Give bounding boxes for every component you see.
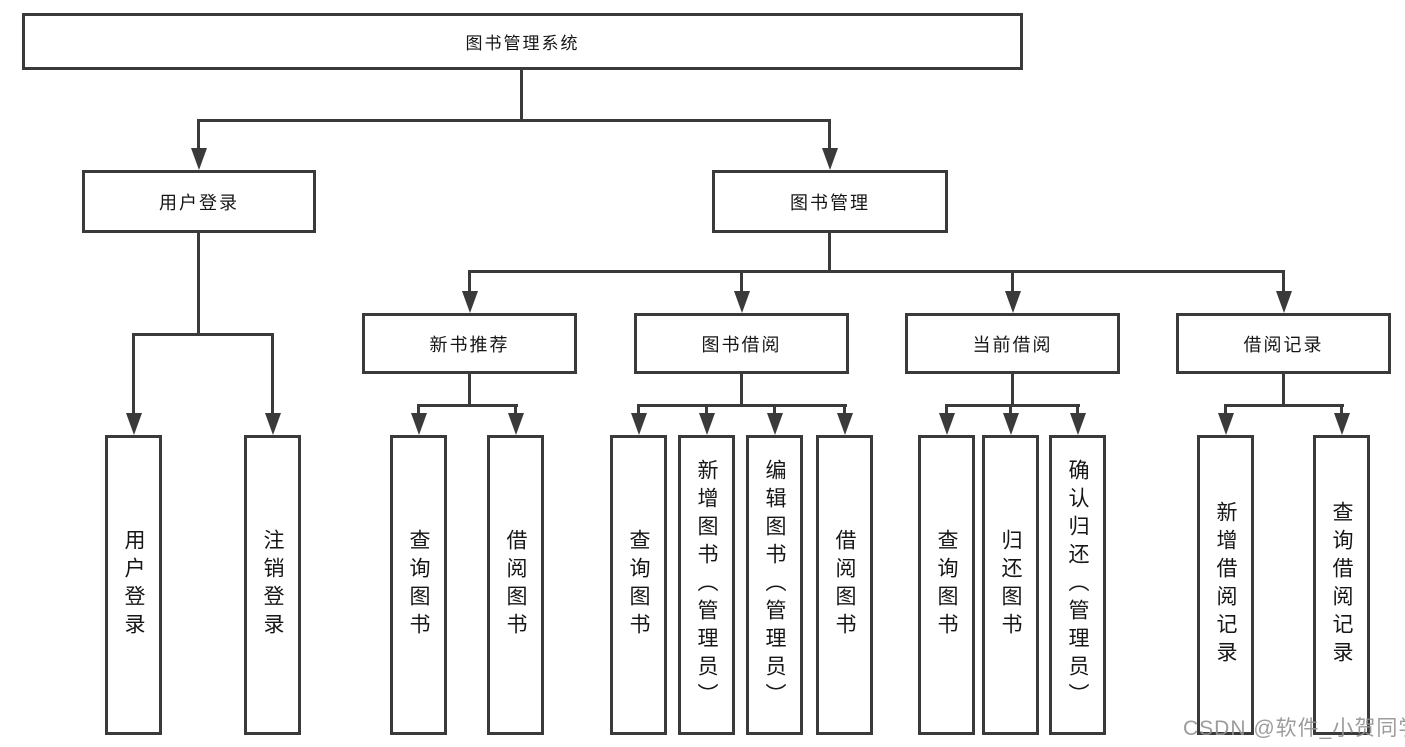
arrow-down-icon <box>939 413 955 435</box>
leaf-label: 新增图书（管理员） <box>695 459 718 711</box>
leaf-node-logout: 注销登录 <box>244 435 301 735</box>
connector-line <box>468 270 1285 273</box>
connector-line <box>1224 404 1344 407</box>
leaf-node-return-books: 归还图书 <box>982 435 1039 735</box>
leaf-label: 新增借阅记录 <box>1214 501 1237 669</box>
connector-line <box>1340 404 1343 413</box>
arrow-down-icon <box>631 413 647 435</box>
leaf-label: 编辑图书（管理员） <box>763 459 786 711</box>
connector-line <box>1224 404 1227 413</box>
arrow-down-icon <box>1334 413 1350 435</box>
leaf-label: 用户登录 <box>122 529 145 641</box>
connector-line <box>1076 404 1079 413</box>
csdn-watermark: CSDN @软件_小贺同学 <box>1183 717 1405 740</box>
connector-line <box>945 404 1080 407</box>
arrow-down-icon <box>265 413 281 435</box>
node-book-management-label: 图书管理 <box>790 192 870 213</box>
node-current-borrowing-label: 当前借阅 <box>972 334 1053 355</box>
leaf-label: 归还图书 <box>999 529 1022 641</box>
connector-line <box>828 119 831 149</box>
arrow-down-icon <box>462 291 478 313</box>
connector-line <box>1282 270 1285 291</box>
connector-line <box>417 404 420 413</box>
connector-line <box>1011 374 1014 407</box>
leaf-label: 查询借阅记录 <box>1330 501 1353 669</box>
arrow-down-icon <box>767 413 783 435</box>
node-borrowing-records-label: 借阅记录 <box>1243 334 1324 355</box>
leaf-node-user-login: 用户登录 <box>105 435 162 735</box>
arrow-down-icon <box>1070 413 1086 435</box>
leaf-node-borrow-books-2: 借阅图书 <box>816 435 873 735</box>
connector-line <box>514 404 517 413</box>
node-new-book-recommend: 新书推荐 <box>362 313 577 374</box>
connector-line <box>417 404 518 407</box>
node-current-borrowing: 当前借阅 <box>905 313 1120 374</box>
leaf-node-add-books-admin: 新增图书（管理员） <box>678 435 735 735</box>
connector-line <box>1011 270 1014 291</box>
connector-line <box>1009 404 1012 413</box>
leaf-label: 借阅图书 <box>833 529 856 641</box>
leaf-label: 注销登录 <box>261 529 284 641</box>
connector-line <box>197 119 200 149</box>
arrow-down-icon <box>126 413 142 435</box>
arrow-down-icon <box>1005 291 1021 313</box>
arrow-down-icon <box>411 413 427 435</box>
arrow-down-icon <box>699 413 715 435</box>
connector-line <box>705 404 708 413</box>
connector-line <box>740 270 743 291</box>
node-new-book-recommend-label: 新书推荐 <box>429 334 510 355</box>
node-book-borrowing: 图书借阅 <box>634 313 849 374</box>
node-book-management: 图书管理 <box>712 170 948 233</box>
connector-line <box>520 70 523 120</box>
connector-line <box>945 404 948 413</box>
connector-line <box>271 333 274 413</box>
node-book-borrowing-label: 图书借阅 <box>701 334 782 355</box>
arrow-down-icon <box>1218 413 1234 435</box>
connector-line <box>843 404 846 413</box>
leaf-label: 查询图书 <box>935 529 958 641</box>
connector-line <box>1282 374 1285 407</box>
arrow-down-icon <box>1003 413 1019 435</box>
arrow-down-icon <box>822 148 838 170</box>
node-root-label: 图书管理系统 <box>465 34 580 53</box>
connector-line <box>828 233 831 273</box>
leaf-node-query-books-3: 查询图书 <box>918 435 975 735</box>
arrow-down-icon <box>191 148 207 170</box>
leaf-node-edit-books-admin: 编辑图书（管理员） <box>746 435 803 735</box>
leaf-node-confirm-return-admin: 确认归还（管理员） <box>1049 435 1106 735</box>
leaf-node-add-borrow-record: 新增借阅记录 <box>1197 435 1254 735</box>
connector-line <box>132 333 274 336</box>
node-user-login-label: 用户登录 <box>159 192 239 213</box>
leaf-label: 查询图书 <box>627 529 650 641</box>
connector-line <box>197 233 200 336</box>
arrow-down-icon <box>837 413 853 435</box>
arrow-down-icon <box>1276 291 1292 313</box>
connector-line <box>132 333 135 413</box>
connector-line <box>773 404 776 413</box>
leaf-node-query-borrow-record: 查询借阅记录 <box>1313 435 1370 735</box>
connector-line <box>637 404 640 413</box>
leaf-node-borrow-books-1: 借阅图书 <box>487 435 544 735</box>
connector-line <box>637 404 847 407</box>
connector-line <box>740 374 743 407</box>
leaf-node-query-books-1: 查询图书 <box>390 435 447 735</box>
node-user-login: 用户登录 <box>82 170 316 233</box>
connector-line <box>468 374 471 407</box>
node-root: 图书管理系统 <box>22 13 1023 70</box>
connector-line <box>197 119 831 122</box>
node-borrowing-records: 借阅记录 <box>1176 313 1391 374</box>
arrow-down-icon <box>508 413 524 435</box>
arrow-down-icon <box>734 291 750 313</box>
leaf-label: 借阅图书 <box>504 529 527 641</box>
leaf-label: 确认归还（管理员） <box>1066 459 1089 711</box>
leaf-node-query-books-2: 查询图书 <box>610 435 667 735</box>
connector-line <box>468 270 471 291</box>
leaf-label: 查询图书 <box>407 529 430 641</box>
